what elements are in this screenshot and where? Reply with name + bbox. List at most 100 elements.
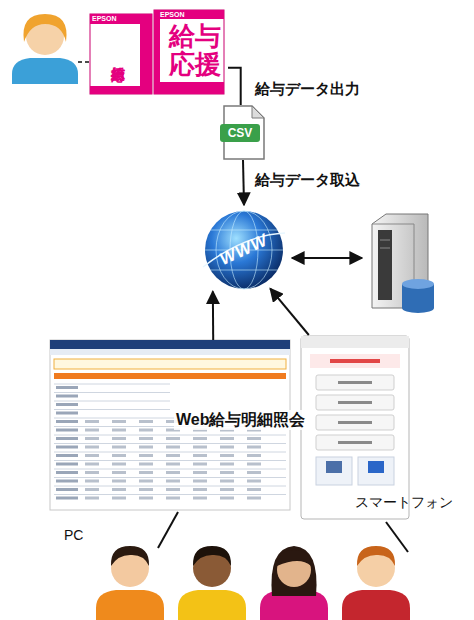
screen-menu [50,349,290,355]
server-panel [378,230,392,300]
table-row [54,435,286,436]
node-shape [300,335,410,520]
person-hair [193,546,231,566]
edge-label: 給与データ取込 [255,171,360,189]
database-top [402,279,434,289]
table-cell [56,454,78,457]
server-icon [372,214,434,313]
globe-sphere [205,211,283,289]
phone-alert [310,354,400,368]
table-cell [166,463,180,466]
table-cell [193,471,207,474]
table-cell [220,463,234,466]
table-cell [85,471,99,474]
table-cell [166,488,180,491]
edge-label: 給与データ出力 [255,80,360,98]
user-link [386,522,408,552]
table-cell [166,480,180,483]
table-cell [247,446,261,449]
table-cell [85,480,99,483]
table-row [54,392,170,393]
server-slot [380,248,390,249]
connector-arrow [270,289,309,335]
diagram-label: EPSON [160,10,185,19]
table-cell [247,480,261,483]
phone-button-text [338,441,372,444]
package-band [154,10,224,19]
server-slot [380,240,390,241]
phone-button [316,395,394,410]
table-cell [85,429,99,432]
table-cell [247,463,261,466]
table-cell [139,497,153,500]
node-label: 給与応援 [102,26,132,86]
table-cell [56,437,78,440]
person-fringe [277,550,311,566]
operator-person [12,14,78,84]
person-hair [271,546,316,596]
table-cell [166,454,180,457]
table-cell [139,463,153,466]
table-cell [193,488,207,491]
table-cell [56,446,78,449]
table-cell [112,463,126,466]
table-cell [247,454,261,457]
file-band [220,124,260,142]
table-cell [56,403,78,406]
table-cell [85,420,99,423]
table-cell [139,488,153,491]
table-cell [139,480,153,483]
phone-button [316,435,394,450]
file-fold [252,106,264,118]
node-label: 給与応援 [162,22,228,80]
table-cell [85,497,99,500]
table-cell [247,497,261,500]
table-cell [85,454,99,457]
table-cell [193,463,207,466]
table-cell [139,454,153,457]
person-body [96,590,164,620]
table-cell [193,497,207,500]
table-cell [247,488,261,491]
table-cell [220,488,234,491]
table-cell [139,446,153,449]
phone-button-text [338,421,372,424]
table-row [54,452,286,453]
table-cell [193,454,207,457]
table-cell [112,429,126,432]
table-row [54,409,170,410]
person-hair [111,546,149,566]
user-person [260,546,328,620]
table-cell [220,497,234,500]
screen-notice [54,359,286,369]
phone-button [316,415,394,430]
phone-button [316,375,394,390]
phone-header [301,336,409,348]
phone-alert-text [330,359,380,363]
table-cell [193,480,207,483]
table-cell [166,471,180,474]
table-cell [85,446,99,449]
table-cell [220,471,234,474]
table-cell [247,471,261,474]
package-side [140,24,152,94]
table-cell [166,446,180,449]
phone-icon [358,457,394,485]
table-cell [112,446,126,449]
table-cell [220,480,234,483]
table-cell [193,446,207,449]
table-cell [193,437,207,440]
sync-arrow [292,257,362,259]
phone-icon-glyph [326,461,342,473]
phone-button-text [338,401,372,404]
table-row [54,443,286,444]
person-body [178,590,246,620]
table-cell [220,437,234,440]
table-cell [56,488,78,491]
table-cell [56,471,78,474]
diagram-label: Web給与明細照会 [174,410,307,430]
table-cell [112,437,126,440]
person-body [12,58,78,84]
table-cell [56,429,78,432]
